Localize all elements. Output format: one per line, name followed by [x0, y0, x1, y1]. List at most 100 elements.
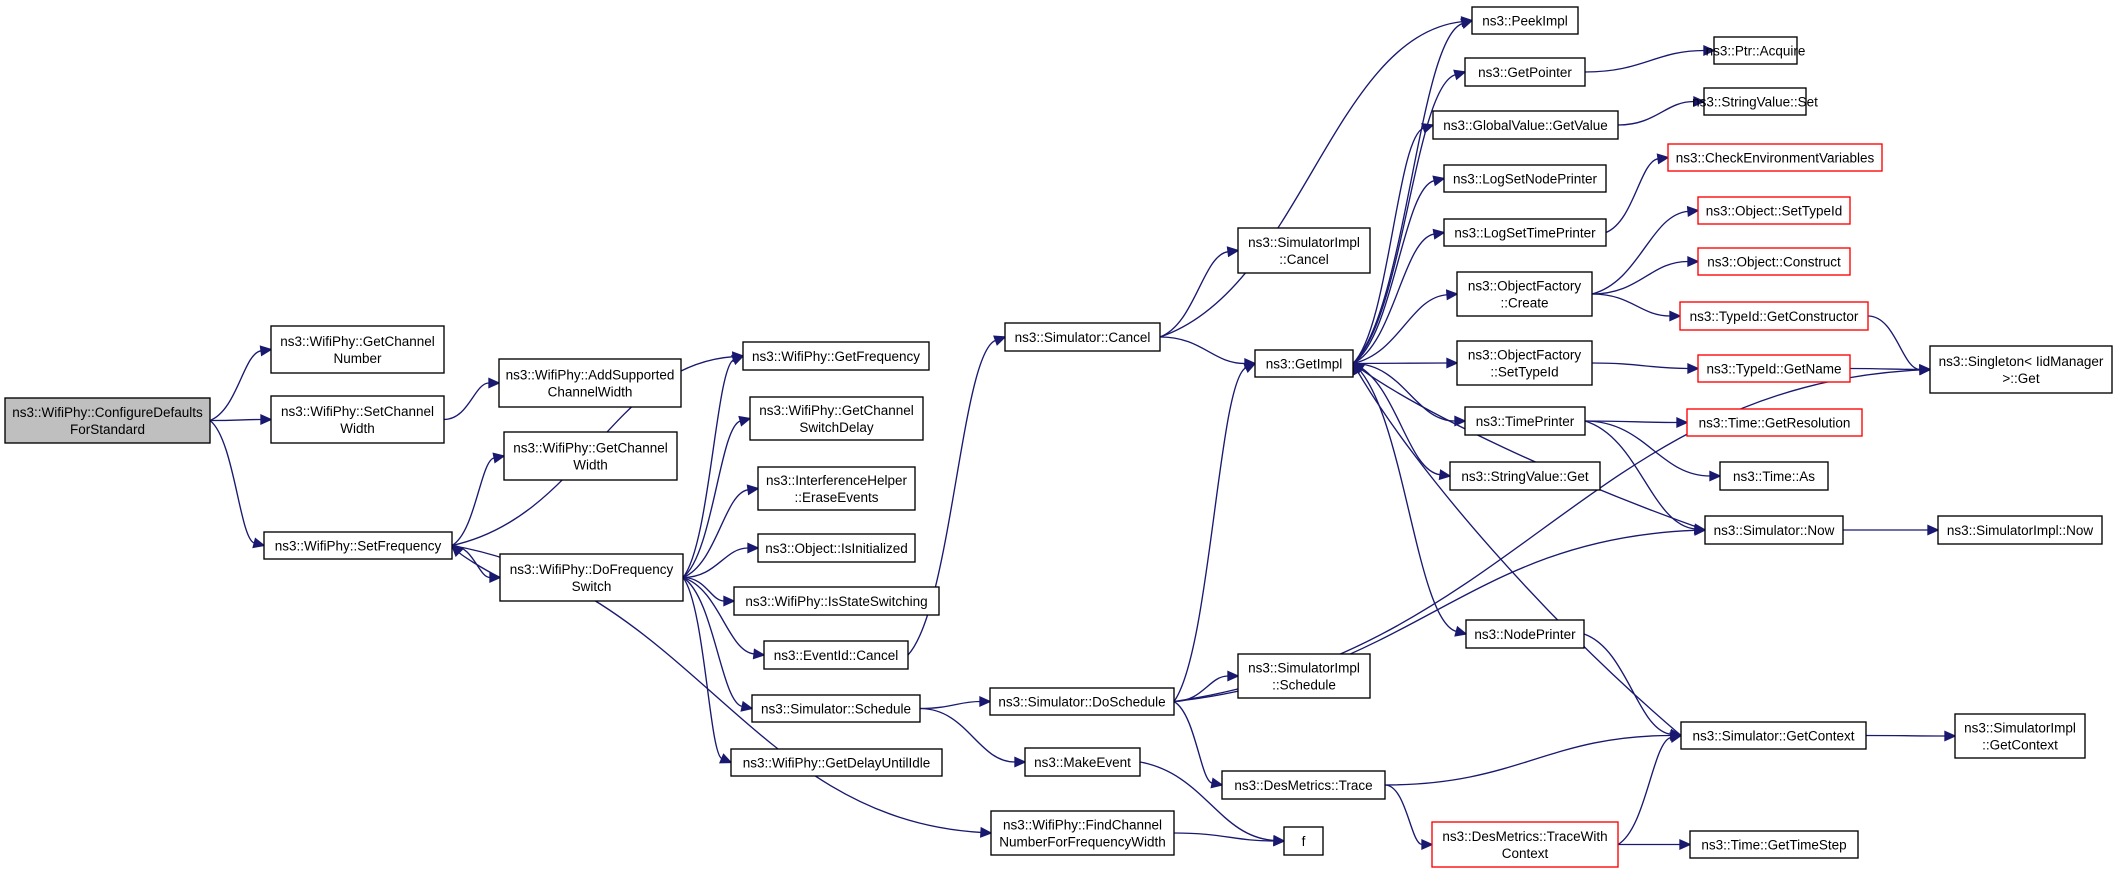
edge-configure-defaults-for-standard-to-wifiphy-set-channel-width [209, 413, 273, 426]
node-typeid-get-name[interactable]: ns3::TypeId::GetName [1697, 354, 1851, 383]
node-make-event[interactable]: ns3::MakeEvent [1024, 747, 1141, 777]
node-label: ns3::Simulator::Schedule [761, 702, 911, 717]
node-stringvalue-set[interactable]: ns3::StringValue::Set [1692, 87, 1818, 116]
node-simulatorimpl-get-context[interactable]: ns3::SimulatorImpl::GetContext [1954, 713, 2086, 759]
node-objectfactory-set-typeid[interactable]: ns3::ObjectFactory::SetTypeId [1456, 340, 1593, 386]
arrow-head [1944, 730, 1957, 742]
node-label: ns3::GetImpl [1266, 357, 1343, 372]
node-box [1703, 87, 1807, 116]
edge-typeid-get-name-to-singleton-iid-manager-get [1849, 363, 1932, 376]
node-label: ns3::WifiPhy::GetFrequency [752, 349, 920, 364]
node-simulator-do-schedule[interactable]: ns3::Simulator::DoSchedule [989, 687, 1175, 716]
node-get-pointer[interactable]: ns3::GetPointer [1464, 57, 1586, 87]
node-object-is-initialized[interactable]: ns3::Object::IsInitialized [757, 533, 916, 563]
node-node-printer[interactable]: ns3::NodePrinter [1465, 619, 1585, 649]
edge-line [1591, 260, 1689, 295]
node-log-set-time-printer[interactable]: ns3::LogSetTimePrinter [1443, 218, 1607, 247]
arrow-head [1656, 153, 1670, 165]
node-globalvalue-get-value[interactable]: ns3::GlobalValue::GetValue [1432, 110, 1619, 140]
node-time-printer[interactable]: ns3::TimePrinter [1464, 406, 1586, 436]
node-box [1443, 218, 1607, 247]
node-simulator-now[interactable]: ns3::Simulator::Now [1704, 515, 1844, 545]
node-label: ns3::SimulatorImpl [1248, 661, 1360, 676]
node-box [1697, 247, 1851, 276]
node-box [503, 431, 678, 481]
edge-line [209, 419, 255, 544]
edge-line [919, 707, 1016, 763]
node-label: ns3::Time::As [1733, 469, 1815, 484]
edge-wifiphy-set-channel-width-to-wifiphy-add-supported-channel-width [443, 377, 501, 421]
node-simulatorimpl-now[interactable]: ns3::SimulatorImpl::Now [1937, 515, 2103, 545]
edge-line [682, 489, 749, 579]
arrow-head [1454, 415, 1467, 427]
node-box [1449, 461, 1601, 491]
edge-simulator-schedule-to-make-event [919, 707, 1027, 768]
node-wifiphy-is-state-switching[interactable]: ns3::WifiPhy::IsStateSwitching [733, 586, 940, 616]
node-objectfactory-create[interactable]: ns3::ObjectFactory::Create [1456, 271, 1593, 317]
node-box [1954, 713, 2086, 759]
node-label: ns3::Time::GetTimeStep [1701, 838, 1846, 853]
node-wifiphy-get-delay-until-idle[interactable]: ns3::WifiPhy::GetDelayUntilIdle [730, 748, 943, 777]
node-time-get-time-step[interactable]: ns3::Time::GetTimeStep [1689, 830, 1859, 859]
node-label: ns3::ObjectFactory [1468, 279, 1582, 294]
node-ptr-acquire[interactable]: ns3::Ptr::Acquire [1706, 36, 1806, 65]
node-label: ::EraseEvents [794, 490, 878, 505]
node-simulatorimpl-schedule[interactable]: ns3::SimulatorImpl::Schedule [1237, 653, 1371, 699]
arrow-head [1703, 44, 1716, 57]
node-get-impl[interactable]: ns3::GetImpl [1254, 349, 1354, 378]
node-typeid-get-constructor[interactable]: ns3::TypeId::GetConstructor [1679, 301, 1869, 331]
node-label: >::Get [2002, 371, 2039, 386]
node-simulator-get-context[interactable]: ns3::Simulator::GetContext [1680, 721, 1867, 750]
arrow-head [1273, 835, 1286, 847]
node-simulator-cancel[interactable]: ns3::Simulator::Cancel [1004, 322, 1161, 352]
arrow-head [1242, 362, 1257, 374]
node-object-set-typeid[interactable]: ns3::Object::SetTypeId [1697, 196, 1851, 225]
node-peek-impl[interactable]: ns3::PeekImpl [1471, 6, 1579, 35]
node-simulator-schedule[interactable]: ns3::Simulator::Schedule [751, 694, 921, 723]
arrow-head [752, 648, 766, 660]
node-box [1464, 57, 1586, 87]
node-desmetrics-trace[interactable]: ns3::DesMetrics::Trace [1221, 770, 1386, 800]
edge-line [1352, 22, 1463, 364]
edge-desmetrics-trace-to-simulator-get-context [1384, 729, 1683, 786]
edge-line [682, 576, 755, 655]
node-check-environment-variables[interactable]: ns3::CheckEnvironmentVariables [1667, 143, 1883, 172]
edge-globalvalue-get-value-to-stringvalue-set [1617, 95, 1706, 126]
edge-find-channel-number-for-frequency-width-to-f [1173, 832, 1286, 847]
node-log-set-node-printer[interactable]: ns3::LogSetNodePrinter [1443, 164, 1607, 193]
node-time-get-resolution[interactable]: ns3::Time::GetResolution [1686, 408, 1863, 437]
edge-get-pointer-to-ptr-acquire [1584, 44, 1716, 73]
arrow-head [740, 700, 754, 712]
node-simulatorimpl-cancel[interactable]: ns3::SimulatorImpl::Cancel [1237, 227, 1371, 274]
node-stringvalue-get[interactable]: ns3::StringValue::Get [1449, 461, 1601, 491]
node-box [990, 810, 1175, 856]
edge-line [1352, 362, 1457, 633]
node-interference-helper-erase-events[interactable]: ns3::InterferenceHelper::EraseEvents [757, 466, 916, 511]
node-box [499, 553, 684, 602]
node-label: ns3::MakeEvent [1034, 755, 1131, 770]
node-eventid-cancel[interactable]: ns3::EventId::Cancel [763, 640, 909, 670]
arrow-head [1453, 69, 1467, 81]
node-f[interactable]: f [1283, 826, 1324, 856]
arrow-head [1421, 838, 1434, 851]
node-wifiphy-set-frequency[interactable]: ns3::WifiPhy::SetFrequency [263, 531, 453, 560]
node-wifiphy-get-frequency[interactable]: ns3::WifiPhy::GetFrequency [742, 341, 930, 371]
node-singleton-iid-manager-get[interactable]: ns3::Singleton< IidManager>::Get [1929, 345, 2113, 394]
node-label: ns3::Singleton< IidManager [1939, 354, 2104, 369]
node-label: ns3::CheckEnvironmentVariables [1676, 151, 1875, 166]
node-configure-defaults-for-standard[interactable]: ns3::WifiPhy::ConfigureDefaultsForStanda… [4, 397, 211, 444]
node-time-as[interactable]: ns3::Time::As [1719, 461, 1829, 491]
node-label: ::Schedule [1272, 678, 1336, 693]
node-find-channel-number-for-frequency-width[interactable]: ns3::WifiPhy::FindChannelNumberForFreque… [990, 810, 1175, 856]
arrow-head [1687, 362, 1700, 375]
node-label: ns3::WifiPhy::GetChannel [280, 334, 435, 349]
node-object-construct[interactable]: ns3::Object::Construct [1697, 247, 1851, 276]
